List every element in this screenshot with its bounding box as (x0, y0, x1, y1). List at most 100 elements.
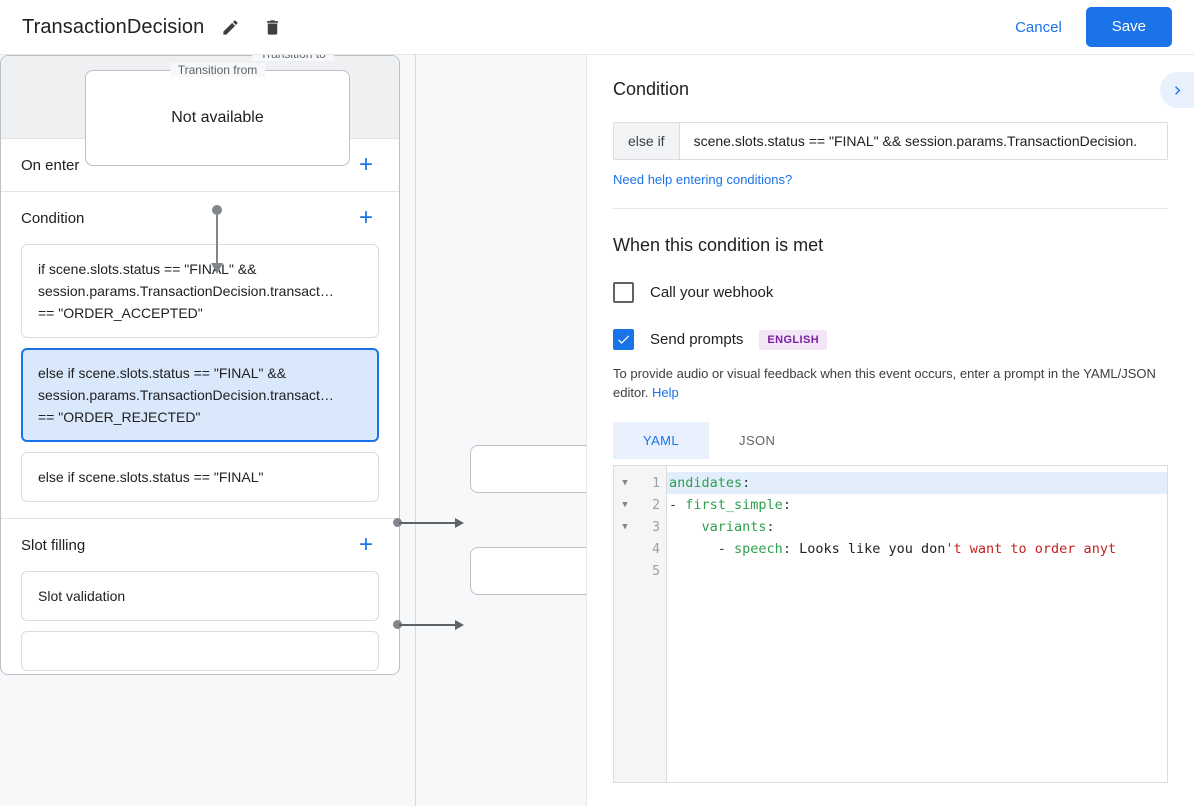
condition-item-0[interactable]: if scene.slots.status == "FINAL" && sess… (21, 244, 379, 338)
line-number: 2 (652, 497, 660, 513)
graph-column-divider (415, 55, 416, 806)
editor-gutter-line: ▼1 (614, 472, 666, 494)
condition-detail-pane: Condition else if Need help entering con… (586, 55, 1194, 806)
send-prompts-checkbox[interactable] (613, 329, 634, 350)
condition-title: Condition (21, 209, 85, 227)
fold-triangle-icon[interactable]: ▼ (622, 500, 628, 510)
edit-pencil-button[interactable] (214, 11, 246, 43)
line-number: 3 (652, 519, 660, 535)
add-condition-button[interactable]: + (358, 204, 373, 231)
condition-line: else if scene.slots.status == "FINAL" (38, 469, 264, 485)
trash-icon (266, 19, 278, 35)
send-prompts-row[interactable]: Send prompts ENGLISH (613, 329, 1168, 350)
code-token: - (669, 541, 735, 557)
condition-help-link[interactable]: Need help entering conditions? (613, 172, 793, 187)
checkmark-icon (618, 335, 630, 344)
scene-graph-pane: Transition from Not available Transition… (0, 55, 586, 806)
top-app-bar: TransactionDecision Cancel Save (0, 0, 1194, 55)
prompt-help-text: To provide audio or visual feedback when… (613, 364, 1168, 402)
condition-line: if scene.slots.status == "FINAL" && (38, 261, 257, 277)
pencil-icon (223, 19, 238, 35)
condition-item-2[interactable]: else if scene.slots.status == "FINAL" (21, 452, 379, 502)
editor-gutter-line: ▼2 (614, 494, 666, 516)
prompt-help-sentence: To provide audio or visual feedback when… (613, 366, 1156, 400)
editor-gutter-line: ▼3 (614, 516, 666, 538)
save-button[interactable]: Save (1085, 7, 1172, 47)
chevron-right-icon (1174, 85, 1180, 95)
page-title: TransactionDecision (22, 15, 205, 38)
condition-line: == "ORDER_REJECTED" (38, 409, 201, 425)
condition-line: session.params.TransactionDecision.trans… (38, 283, 334, 299)
editor-format-tabs: YAML JSON (613, 422, 1168, 459)
transition-from-node[interactable]: Transition from Not available (85, 63, 350, 166)
editor-code-area[interactable]: andidates:- first_simple: variants: - sp… (667, 466, 1167, 782)
delete-button[interactable] (256, 11, 288, 43)
webhook-row[interactable]: Call your webhook (613, 282, 1168, 303)
condition-item-1[interactable]: else if scene.slots.status == "FINAL" &&… (21, 348, 379, 442)
code-token: first_simple (685, 497, 783, 513)
condition-port-1 (393, 620, 402, 629)
fold-triangle-icon[interactable]: ▼ (622, 522, 628, 532)
target-node-0[interactable] (470, 445, 586, 493)
slot-filling-item-partial[interactable] (21, 631, 379, 671)
code-token: Looks like you don (790, 541, 946, 557)
slot-filling-title: Slot filling (21, 536, 86, 554)
condition-line: session.params.TransactionDecision.trans… (38, 387, 334, 403)
section-slot-filling: Slot filling + Slot validation (1, 519, 399, 674)
on-enter-title: On enter (21, 156, 80, 174)
add-on-enter-button[interactable]: + (358, 151, 373, 178)
section-condition: Condition + if scene.slots.status == "FI… (1, 192, 399, 519)
edge-arrow-0-icon (455, 518, 464, 528)
condition-prefix-label: else if (614, 123, 680, 159)
code-token: : (782, 541, 791, 557)
send-prompts-label: Send prompts (650, 331, 744, 348)
condition-expression-input[interactable] (679, 123, 1167, 159)
tab-json[interactable]: JSON (739, 433, 776, 448)
code-token: 't want to order anyt (945, 541, 1117, 557)
code-token: : (742, 475, 751, 491)
editor-code-line (667, 560, 1167, 582)
edge-line-1 (399, 624, 461, 626)
call-webhook-checkbox[interactable] (613, 282, 634, 303)
code-token: andidates (669, 475, 743, 491)
code-token: speech (734, 541, 783, 557)
tab-yaml[interactable]: YAML (613, 422, 710, 459)
transition-to-legend: Transition to (252, 55, 334, 61)
section-on-enter: On enter + (1, 139, 399, 192)
condition-line: else if scene.slots.status == "FINAL" && (38, 365, 287, 381)
add-slot-filling-button[interactable]: + (358, 531, 373, 558)
editor-gutter-line: 4 (614, 538, 666, 560)
editor-code-line: andidates: (667, 472, 1167, 494)
editor-code-line: - speech: Looks like you don't want to o… (667, 538, 1167, 560)
code-token: - (669, 497, 686, 513)
language-badge: ENGLISH (759, 329, 828, 350)
edge-line-0 (399, 522, 461, 524)
condition-heading: Condition (613, 79, 690, 99)
code-token (669, 519, 702, 535)
code-token: : (782, 497, 791, 513)
line-number: 5 (652, 563, 660, 579)
collapse-panel-button[interactable] (1160, 72, 1194, 108)
editor-code-line: - first_simple: (667, 494, 1167, 516)
when-condition-met-heading: When this condition is met (613, 235, 824, 255)
transition-from-legend: Transition from (169, 63, 266, 77)
prompt-help-link[interactable]: Help (652, 385, 679, 400)
cancel-button[interactable]: Cancel (1001, 11, 1076, 44)
edge-arrow-1-icon (455, 620, 464, 630)
condition-port-0 (393, 518, 402, 527)
when-condition-met-section: When this condition is met Call your web… (587, 209, 1194, 783)
condition-expression-row[interactable]: else if (613, 122, 1168, 160)
call-webhook-label: Call your webhook (650, 284, 774, 301)
connector-line (216, 210, 218, 266)
condition-line: == "ORDER_ACCEPTED" (38, 305, 203, 321)
pane-divider (613, 208, 1168, 209)
fold-triangle-icon[interactable]: ▼ (622, 478, 628, 488)
editor-gutter-line: 5 (614, 560, 666, 582)
editor-code-line: variants: (667, 516, 1167, 538)
transition-from-value: Not available (171, 109, 264, 126)
slot-validation-item[interactable]: Slot validation (21, 571, 379, 621)
target-node-1[interactable] (470, 547, 586, 595)
